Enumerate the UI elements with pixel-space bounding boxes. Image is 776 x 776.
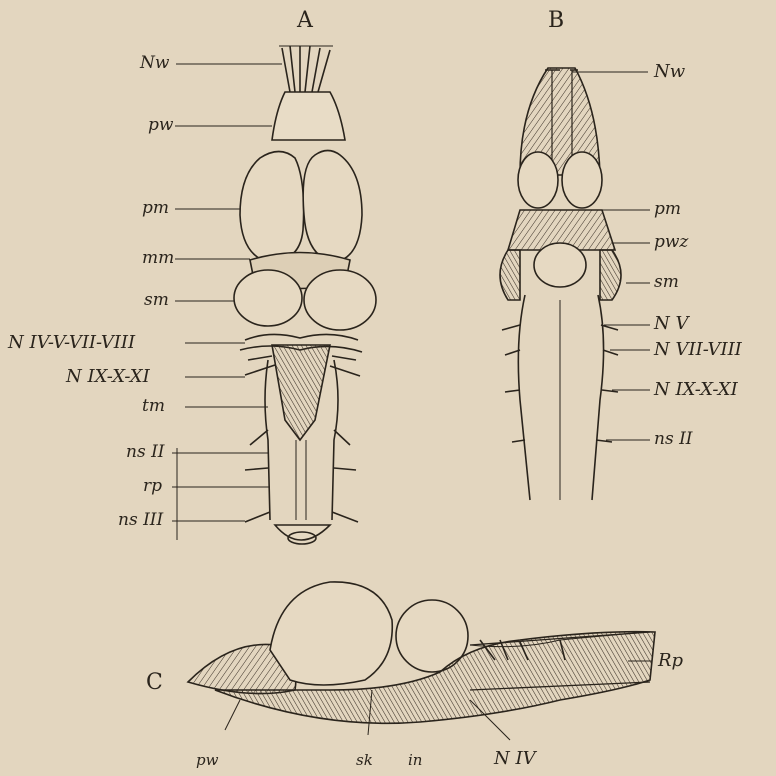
label-a-ns-ii: ns II: [126, 444, 165, 461]
label-a-n-ix-xi: N IX-X-XI: [66, 368, 150, 386]
panel-label-c: C: [146, 672, 163, 694]
label-a-rp: rp: [143, 478, 162, 495]
panel-label-a: A: [297, 10, 313, 32]
label-a-n-iv-viii: N IV-V-VII-VIII: [8, 334, 135, 352]
label-a-mm: mm: [142, 250, 174, 267]
label-a-tm: tm: [142, 398, 165, 415]
figure-c-brain-lateral: [188, 582, 655, 740]
label-b-ns-ii: ns II: [654, 431, 693, 448]
label-a-pw: pw: [148, 117, 173, 134]
label-b-n-ix-xi: N IX-X-XI: [654, 381, 738, 399]
label-a-ns-iii: ns III: [118, 512, 163, 529]
label-a-pm: pm: [142, 200, 169, 217]
label-b-pm: pm: [654, 201, 681, 218]
label-b-pwz: pwz: [654, 234, 688, 251]
label-b-n-v: N V: [654, 315, 688, 333]
label-c-n-iv: N IV: [494, 750, 536, 768]
figure-a-brain-dorsal: [234, 46, 376, 544]
label-b-sm: sm: [654, 274, 679, 291]
label-c-sk: sk: [356, 753, 373, 768]
label-a-nw: Nw: [140, 55, 169, 72]
label-b-nw: Nw: [654, 63, 685, 81]
label-c-in: in: [408, 753, 422, 768]
label-c-pw: pw: [196, 753, 218, 768]
figure-b-brain-ventral: [500, 68, 621, 500]
label-b-n-vii-viii: N VII-VIII: [654, 341, 742, 359]
label-a-sm: sm: [144, 292, 169, 309]
panel-label-b: B: [548, 10, 564, 32]
label-c-rp: Rp: [658, 652, 683, 670]
